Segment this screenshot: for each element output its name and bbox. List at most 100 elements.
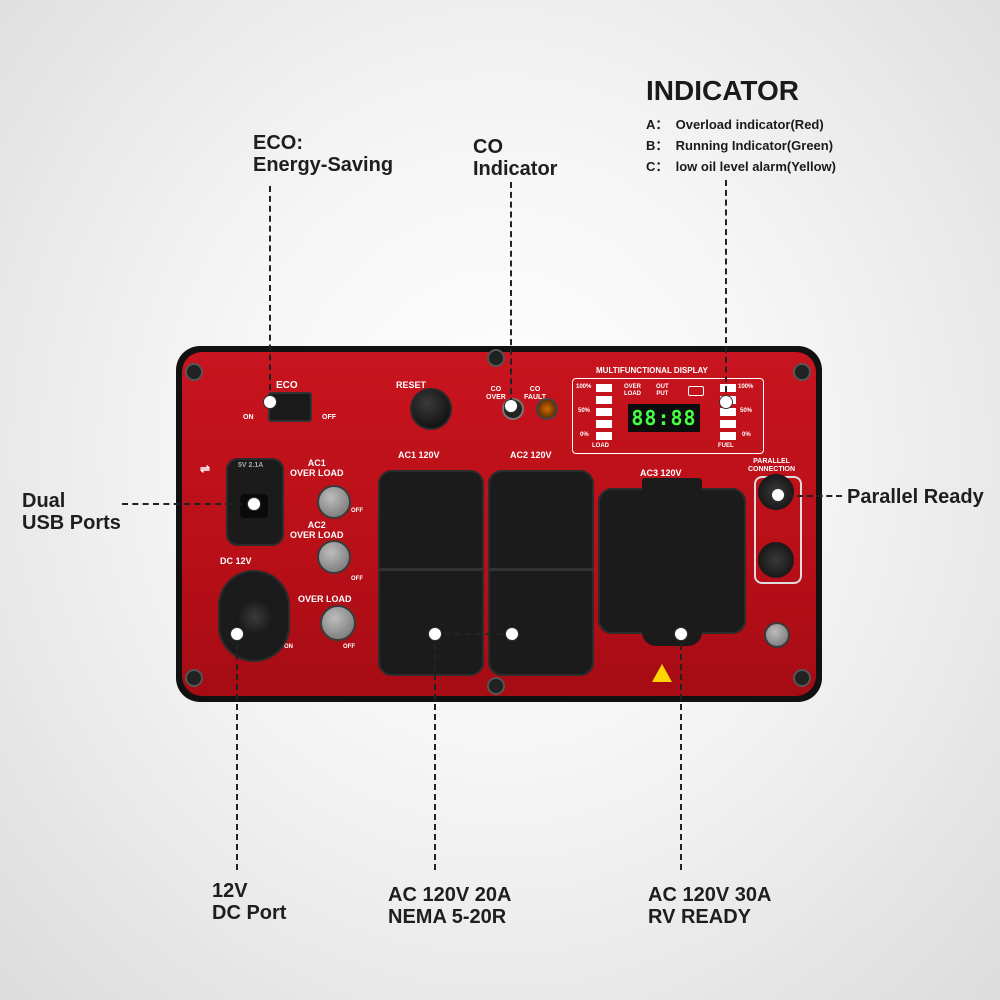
co-marker — [504, 399, 518, 413]
dc-on-label: ON — [284, 644, 293, 650]
screw-icon — [487, 349, 505, 367]
pct-0-right: 0% — [742, 432, 751, 438]
parallel-port-bottom[interactable] — [758, 542, 794, 578]
parallel-marker — [771, 488, 785, 502]
ac2-outlet-cover[interactable] — [488, 470, 594, 676]
ac1-cover-divider — [378, 568, 484, 571]
co-over-label: CO OVER — [486, 386, 506, 401]
screw-icon — [185, 363, 203, 381]
dc-label: DC 12V — [220, 556, 252, 566]
dc-leader — [236, 634, 238, 870]
multifunctional-display — [572, 378, 764, 454]
pct-50-right: 50% — [740, 408, 753, 414]
screw-icon — [793, 363, 811, 381]
pct-50-left: 50% — [578, 408, 591, 414]
ac3-label: AC3 120V — [640, 468, 682, 478]
overload-label: OVER LOAD — [624, 384, 642, 397]
fuel-bar — [720, 408, 736, 416]
reset-label: RESET — [396, 380, 427, 390]
ac20-callout-line2: NEMA 5-20R — [388, 906, 507, 928]
ac30-callout: AC 120V 30A RV READY — [648, 884, 771, 928]
dc-callout-line1: 12V — [212, 880, 248, 902]
ac2-marker — [505, 627, 519, 641]
output-label: OUT PUT — [656, 384, 669, 397]
oil-can-icon — [688, 386, 704, 396]
ac20-link-leader — [434, 633, 512, 635]
pct-100-right: 100% — [738, 384, 754, 390]
fuel-bar — [720, 432, 736, 440]
ac1-marker — [428, 627, 442, 641]
fuel-label: FUEL — [718, 443, 734, 449]
indicator-legend: INDICATOR A： Overload indicator(Red) B： … — [646, 74, 836, 177]
usb-icon: ⇌ — [200, 462, 211, 476]
dc-marker — [230, 627, 244, 641]
ac20-callout-line1: AC 120V 20A — [388, 884, 512, 906]
fuel-bar — [720, 384, 736, 392]
ac30-leader — [680, 634, 682, 870]
dc-callout: 12V DC Port — [212, 880, 286, 924]
indicator-item-a: A： Overload indicator(Red) — [646, 117, 824, 132]
ac3-marker — [674, 627, 688, 641]
eco-callout-line2: Energy-Saving — [253, 154, 394, 176]
load-bar — [596, 432, 612, 440]
ac1-overload-label: AC1 OVER LOAD — [290, 458, 344, 478]
co-callout: CO Indicator — [473, 136, 557, 180]
load-bar — [596, 408, 612, 416]
usb-leader — [122, 503, 252, 505]
ac1-off-label: OFF — [351, 508, 363, 514]
parallel-label: PARALLEL CONNECTION — [748, 458, 796, 473]
dc-overload-label: OVER LOAD — [298, 594, 352, 604]
eco-marker — [263, 395, 277, 409]
ac2-off-label: OFF — [351, 576, 363, 582]
co-leader — [510, 182, 512, 404]
load-label: LOAD — [592, 443, 609, 449]
ac1-outlet-cover[interactable] — [378, 470, 484, 676]
usb-label: 5V 2.1A — [238, 462, 264, 469]
dc-callout-line2: DC Port — [212, 902, 287, 924]
display-readout: 88:88 — [628, 404, 700, 432]
eco-on-label: ON — [243, 414, 254, 421]
eco-leader — [269, 186, 271, 400]
ac2-label: AC2 120V — [510, 450, 552, 460]
co-callout-line1: CO — [473, 136, 503, 158]
eco-switch-label: ECO — [276, 380, 298, 391]
pct-100-left: 100% — [576, 384, 592, 390]
co-fault-led — [536, 398, 558, 420]
co-fault-label: CO FAULT — [524, 386, 547, 401]
load-bar — [596, 396, 612, 404]
parallel-callout: Parallel Ready — [847, 486, 984, 508]
ac1-breaker-button[interactable] — [317, 485, 351, 519]
indicator-marker — [719, 395, 733, 409]
eco-off-label: OFF — [322, 414, 336, 421]
ground-terminal-icon[interactable] — [764, 622, 790, 648]
ac2-cover-divider — [488, 568, 594, 571]
ac2-overload-label: AC2 OVER LOAD — [290, 520, 344, 540]
eco-callout: ECO: Energy-Saving — [253, 132, 393, 176]
fuel-bar — [720, 420, 736, 428]
indicator-leader — [725, 180, 727, 402]
indicator-item-c: C： low oil level alarm(Yellow) — [646, 159, 836, 174]
ac3-cover-hinge — [642, 478, 702, 490]
load-bar — [596, 384, 612, 392]
parallel-leader — [778, 495, 842, 497]
ac30-callout-line2: RV READY — [648, 906, 751, 928]
ac30-callout-line1: AC 120V 30A — [648, 884, 772, 906]
reset-button[interactable] — [410, 388, 452, 430]
usb-callout: Dual USB Ports — [22, 490, 121, 534]
parallel-callout-line1: Parallel Ready — [847, 486, 984, 508]
co-callout-line2: Indicator — [473, 158, 558, 180]
ac3-rv-outlet-cover[interactable] — [598, 488, 746, 634]
pct-0-left: 0% — [580, 432, 589, 438]
ac3-cover-tab — [642, 632, 702, 646]
ac2-breaker-button[interactable] — [317, 540, 351, 574]
usb-callout-line2: USB Ports — [22, 512, 121, 534]
ac20-callout: AC 120V 20A NEMA 5-20R — [388, 884, 511, 928]
load-bar — [596, 420, 612, 428]
ac20-leader — [434, 634, 436, 870]
dc-off-label: OFF — [343, 644, 355, 650]
screw-icon — [793, 669, 811, 687]
dc-breaker-button[interactable] — [320, 605, 356, 641]
ac1-label: AC1 120V — [398, 450, 440, 460]
eco-callout-line1: ECO: — [253, 132, 303, 154]
indicator-title: INDICATOR — [646, 75, 799, 106]
